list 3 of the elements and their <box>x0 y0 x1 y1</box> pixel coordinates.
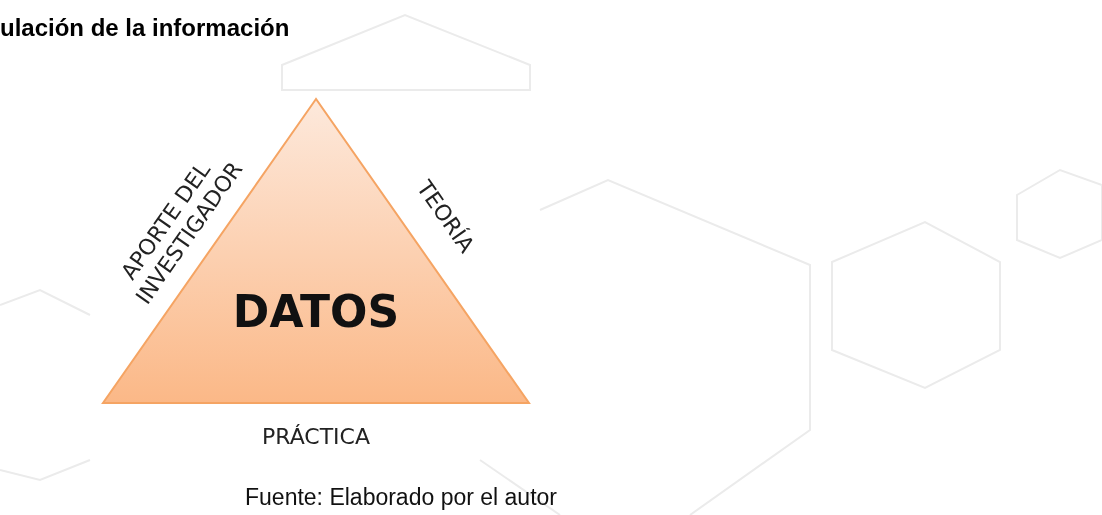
side-label: PRÁCTICA <box>262 423 370 451</box>
title: ulación de la información <box>0 14 290 42</box>
caption: Fuente: Elaborado por el autor <box>245 484 557 511</box>
